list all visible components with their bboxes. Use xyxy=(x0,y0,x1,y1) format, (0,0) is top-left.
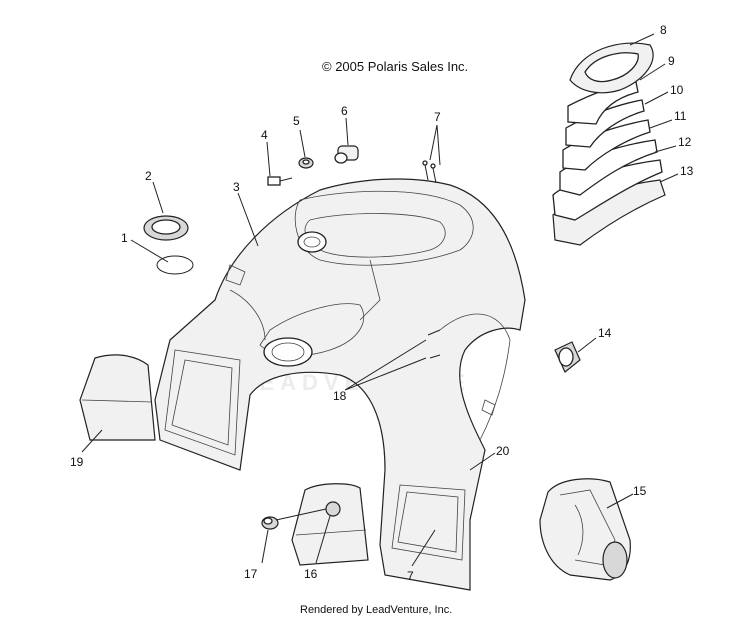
callout-7-bottom: 7 xyxy=(407,569,414,583)
vent-part[interactable] xyxy=(554,341,581,373)
small-cover-part[interactable] xyxy=(291,483,369,566)
switch-part[interactable] xyxy=(334,145,359,164)
leader-lines xyxy=(81,33,679,567)
callout-6: 6 xyxy=(341,104,348,118)
copyright-text: © 2005 Polaris Sales Inc. xyxy=(322,59,469,74)
callout-10: 10 xyxy=(670,83,684,97)
callout-17: 17 xyxy=(244,567,258,581)
rendered-by-text: Rendered by LeadVenture, Inc. xyxy=(300,604,453,616)
callout-5: 5 xyxy=(293,114,300,128)
callout-3: 3 xyxy=(233,180,240,194)
callout-20: 20 xyxy=(496,444,510,458)
callout-19: 19 xyxy=(70,455,84,469)
nut-part[interactable] xyxy=(298,157,314,169)
callout-14: 14 xyxy=(598,326,612,340)
callout-18: 18 xyxy=(333,389,347,403)
callout-13: 13 xyxy=(680,164,694,178)
grommet-part[interactable] xyxy=(143,215,189,241)
callout-9: 9 xyxy=(668,54,675,68)
side-cover-part[interactable] xyxy=(79,354,156,441)
o-ring-part[interactable] xyxy=(156,255,194,275)
fasteners-part[interactable] xyxy=(427,329,441,359)
callout-16: 16 xyxy=(304,567,318,581)
callout-15: 15 xyxy=(633,484,647,498)
callout-8: 8 xyxy=(660,23,667,37)
key-part[interactable] xyxy=(267,176,293,186)
body-panel-part[interactable] xyxy=(154,178,526,591)
panel-stack-part[interactable] xyxy=(552,42,666,246)
callout-1: 1 xyxy=(121,231,128,245)
screws-part[interactable] xyxy=(422,160,437,184)
storage-box-part[interactable] xyxy=(539,478,631,581)
knob-part[interactable] xyxy=(261,516,279,530)
callout-12: 12 xyxy=(678,135,692,149)
callout-2: 2 xyxy=(145,169,152,183)
callout-7-top: 7 xyxy=(434,110,441,124)
callout-numbers: 1 2 3 4 5 6 7 8 9 10 11 12 13 14 15 16 1… xyxy=(70,23,694,583)
callout-11: 11 xyxy=(674,109,687,123)
callout-4: 4 xyxy=(261,128,268,142)
